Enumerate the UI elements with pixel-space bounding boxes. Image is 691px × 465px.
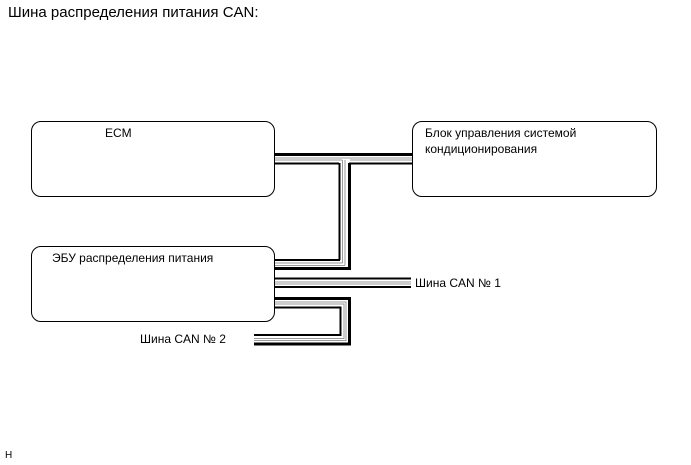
node-ecm-label: ECM bbox=[105, 126, 132, 140]
wire-ecm-to-ac-control bbox=[274, 153, 413, 165]
diagram-title: Шина распределения питания CAN: bbox=[8, 4, 259, 21]
wire-power-ecu-to-can1 bbox=[274, 277, 411, 288]
node-power-distribution-ecu: ЭБУ распределения питания bbox=[31, 246, 275, 322]
node-power-distribution-ecu-label: ЭБУ распределения питания bbox=[52, 251, 214, 265]
node-ac-control: Блок управления системой кондиционирован… bbox=[412, 121, 657, 197]
node-ac-control-label-line1: Блок управления системой bbox=[425, 126, 577, 140]
bus-label-can2: Шина CAN № 2 bbox=[140, 332, 226, 346]
wire-power-ecu-to-can2 bbox=[254, 297, 351, 346]
node-ecm: ECM bbox=[31, 121, 275, 197]
bus-label-can1: Шина CAN № 1 bbox=[415, 276, 501, 290]
node-ac-control-label-line2: кондиционирования bbox=[425, 142, 538, 156]
figure-code: H bbox=[5, 450, 13, 461]
wire-ecm-to-power-ecu bbox=[274, 160, 351, 270]
